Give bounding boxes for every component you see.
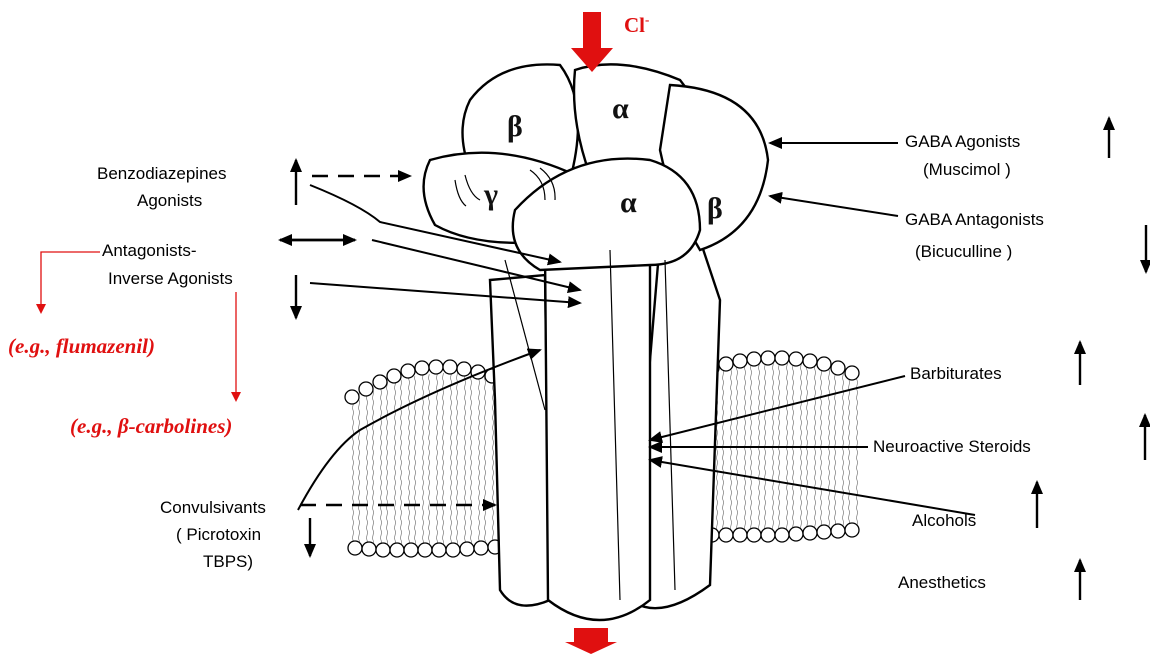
alcohols-label: Alcohols — [912, 510, 976, 532]
cl-influx-arrow — [571, 12, 613, 72]
picrotoxin-label: ( Picrotoxin — [176, 524, 261, 546]
gaba-agonists-label: GABA Agonists — [905, 131, 1020, 153]
chloride-ion-label: Cl- — [624, 12, 649, 38]
beta-carbolines-example: (e.g., β-carbolines) — [70, 414, 232, 439]
alpha-subunit-label-2: α — [620, 186, 637, 220]
anesthetics-label: Anesthetics — [898, 572, 986, 594]
benzodiazepines-label: Benzodiazepines — [97, 163, 226, 185]
muscimol-label: (Muscimol ) — [923, 159, 1011, 181]
neuroactive-steroids-label: Neuroactive Steroids — [873, 436, 1031, 458]
antagonists-label: Antagonists- — [102, 240, 197, 262]
convulsivants-label: Convulsivants — [160, 497, 266, 519]
tbps-label: TBPS) — [203, 551, 253, 573]
alpha-subunit-label-1: α — [612, 92, 629, 126]
beta-subunit-label-1: β — [507, 110, 523, 144]
beta-subunit-label-2: β — [707, 192, 723, 226]
inverse-agonists-label: Inverse Agonists — [108, 268, 233, 290]
barbiturates-label: Barbiturates — [910, 363, 1002, 385]
gamma-subunit-label: γ — [484, 178, 498, 212]
flumazenil-example: (e.g., flumazenil) — [8, 334, 155, 359]
gaba-antagonists-label: GABA Antagonists — [905, 209, 1044, 231]
benzodiazepines-agonists-label: Agonists — [137, 190, 202, 212]
cl-efflux-arrow — [565, 628, 617, 654]
bicuculline-label: (Bicuculline ) — [915, 241, 1012, 263]
